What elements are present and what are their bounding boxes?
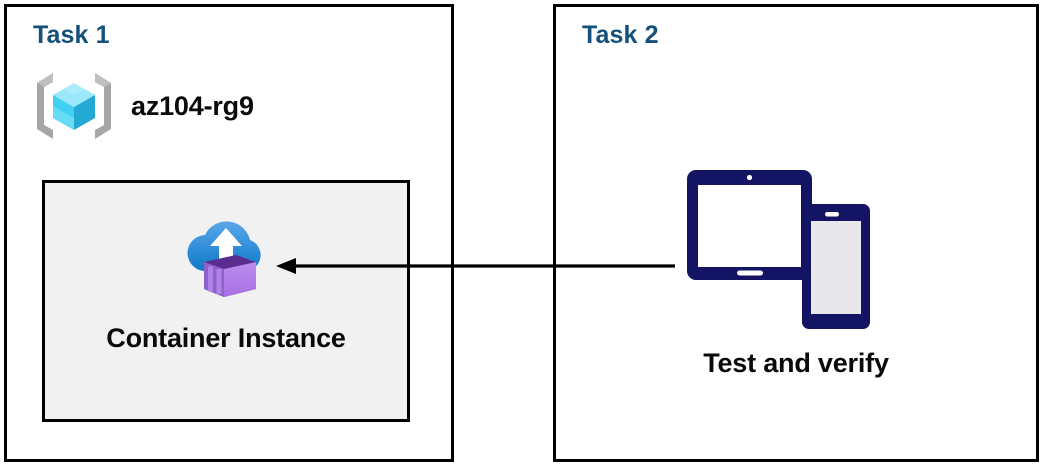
container-instance-card: Container Instance bbox=[42, 180, 410, 422]
resource-group-name: az104-rg9 bbox=[131, 90, 254, 121]
resource-group-icon bbox=[37, 73, 111, 139]
devices-icon bbox=[687, 170, 870, 329]
panel-task-1-title: Task 1 bbox=[33, 21, 110, 49]
container-instance-label: Container Instance bbox=[106, 323, 346, 353]
test-and-verify-label: Test and verify bbox=[703, 348, 889, 378]
container-instance-icon bbox=[187, 221, 261, 297]
resource-group-row: az104-rg9 bbox=[33, 65, 254, 147]
panel-task-1: Task 1 az104-rg9 bbox=[4, 4, 454, 462]
panel-task-2-title: Task 2 bbox=[582, 21, 659, 49]
arrow-task2-to-container-instance bbox=[276, 258, 675, 274]
